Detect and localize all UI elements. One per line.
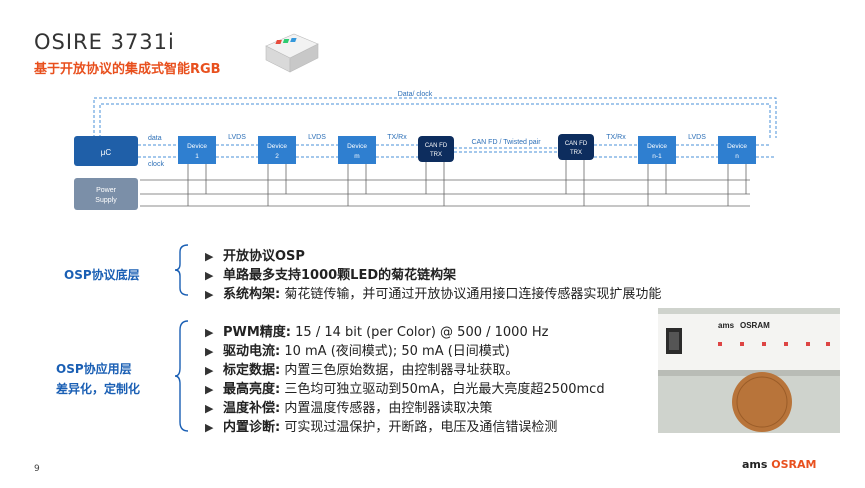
coin-image — [732, 372, 792, 432]
svg-text:TRX: TRX — [570, 150, 582, 156]
arrow-icon: ▶ — [205, 421, 214, 434]
svg-text:Device: Device — [647, 143, 667, 150]
svg-text:CAN FD: CAN FD — [565, 141, 588, 147]
osp-base-label: OSP协议底层 — [64, 268, 140, 282]
brand-logo: ams OSRAM — [742, 458, 816, 471]
arrow-icon: ▶ — [205, 326, 214, 339]
link-label-5: LVDS — [688, 134, 706, 141]
list-item: ▶内置诊断: 可实现过温保护，开断路，电压及通信错误检测 — [205, 420, 558, 435]
can-trx-2: CAN FD TRX — [558, 134, 594, 206]
svg-text:Device: Device — [727, 143, 747, 150]
list-item: ▶开放协议OSP — [205, 249, 305, 264]
list-item: ▶温度补偿: 内置温度传感器，由控制器读取决策 — [205, 401, 493, 416]
svg-text:2: 2 — [275, 153, 279, 160]
brace-icon — [174, 320, 189, 432]
logo-ams: ams — [742, 458, 768, 471]
link-label-1: LVDS — [228, 134, 246, 141]
power-supply-block — [74, 178, 138, 210]
link-label-4: TX/Rx — [606, 134, 626, 141]
link-label-2: LVDS — [308, 134, 326, 141]
page-number: 9 — [34, 464, 40, 474]
device-1: Device 1 — [178, 136, 216, 206]
can-link-label: CAN FD / Twisted pair — [471, 139, 541, 146]
arrow-icon: ▶ — [205, 345, 214, 358]
data-label: data — [148, 135, 162, 142]
list-item: ▶驱动电流: 10 mA (夜间模式); 50 mA (日间模式) — [205, 344, 510, 359]
brace-icon — [174, 244, 189, 296]
logo-osram: OSRAM — [771, 458, 817, 471]
led-chip-image — [265, 33, 319, 73]
device-n: Device n — [718, 136, 756, 206]
arrow-icon: ▶ — [205, 383, 214, 396]
can-trx-1: CAN FD TRX — [418, 136, 454, 206]
mcu-label: μC — [101, 148, 112, 157]
list-item: ▶最高亮度: 三色均可独立驱动到50mA，白光最大亮度超2500mcd — [205, 382, 605, 397]
power-label-2: Supply — [95, 197, 117, 204]
svg-text:m: m — [354, 153, 359, 160]
arrow-icon: ▶ — [205, 250, 214, 263]
list-item: ▶单路最多支持1000颗LED的菊花链构架 — [205, 268, 457, 283]
page-subtitle: 基于开放协议的集成式智能RGB — [34, 62, 221, 77]
svg-text:Device: Device — [267, 143, 287, 150]
daisy-chain-diagram: Data/ clock μC Power Supply data clock D… — [74, 91, 777, 210]
arrow-icon: ▶ — [205, 269, 214, 282]
svg-text:1: 1 — [195, 153, 199, 160]
page-title: OSIRE 3731i — [34, 30, 175, 54]
mcu-block — [74, 136, 138, 166]
list-item: ▶标定数据: 内置三色原始数据，由控制器寻址获取。 — [205, 363, 519, 378]
osp-app-label: OSP协应用层 — [56, 362, 132, 376]
device-m: Device m — [338, 136, 376, 206]
list-item: ▶系统构架: 菊花链传输，并可通过开放协议通用接口连接传感器实现扩展功能 — [205, 287, 662, 302]
osp-app-sublabel: 差异化，定制化 — [56, 382, 141, 396]
top-bus-label: Data/ clock — [398, 91, 433, 98]
svg-text:TRX: TRX — [430, 152, 442, 158]
clock-label: clock — [148, 161, 164, 168]
device-2: Device 2 — [258, 136, 296, 206]
svg-text:Device: Device — [187, 143, 207, 150]
photo-brand-osram: OSRAM — [740, 321, 770, 330]
photo-brand-ams: ams — [718, 321, 735, 330]
arrow-icon: ▶ — [205, 364, 214, 377]
svg-text:Device: Device — [347, 143, 367, 150]
product-photo: ams OSRAM — [658, 308, 840, 433]
svg-text:n: n — [735, 153, 739, 160]
arrow-icon: ▶ — [205, 288, 214, 301]
power-label-1: Power — [96, 187, 117, 194]
svg-text:n-1: n-1 — [652, 153, 662, 160]
device-n-1: Device n-1 — [638, 136, 676, 206]
list-item: ▶PWM精度: 15 / 14 bit (per Color) @ 500 / … — [205, 325, 549, 340]
svg-text:CAN FD: CAN FD — [425, 143, 448, 149]
link-label-3: TX/Rx — [387, 134, 407, 141]
arrow-icon: ▶ — [205, 402, 214, 415]
